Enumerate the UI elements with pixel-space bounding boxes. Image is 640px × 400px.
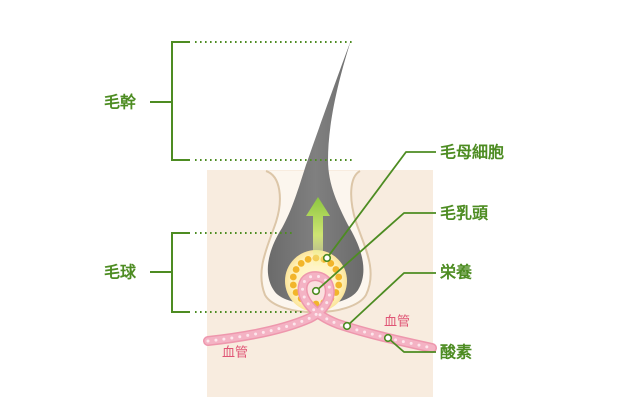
- hair-matrix-cells-label: 毛母細胞: [440, 143, 504, 162]
- blood-vessel-label-left: 血管: [222, 346, 248, 361]
- nutrition-label: 栄養: [439, 263, 472, 282]
- matrix-cell-dot: [335, 281, 343, 289]
- dermal-papilla-label: 毛乳頭: [440, 204, 489, 223]
- matrix-cell-dot: [289, 273, 297, 281]
- dermal-papilla-marker: [311, 286, 321, 296]
- dermal-papilla-leader: [315, 212, 436, 292]
- hair-highlight: [267, 40, 364, 305]
- blood-cells: [206, 274, 434, 350]
- nutrition-leader: [346, 272, 436, 327]
- matrix-cells-leader: [326, 151, 436, 259]
- hair-bulb-bracket: [150, 232, 302, 313]
- hair-shaft-bracket-line: [171, 41, 190, 161]
- blood-vessel: [203, 271, 437, 353]
- hair-shaft-label: 毛幹: [104, 93, 137, 112]
- matrix-cell-dot: [327, 260, 335, 267]
- matrix-cell-dot: [335, 273, 343, 281]
- growth-arrow: [306, 197, 330, 266]
- matrix-cells-marker: [322, 253, 332, 263]
- oxygen-label: 酸素: [440, 343, 472, 362]
- matrix-cell-dot: [292, 266, 300, 273]
- oxygen-leader: [387, 337, 436, 353]
- hair-bulb-bracket-line: [171, 232, 190, 313]
- nutrition-marker: [342, 321, 352, 331]
- blood-vessel-label-right: 血管: [384, 315, 410, 330]
- matrix-cell-dot: [297, 260, 305, 267]
- matrix-cell-dot: [289, 281, 297, 289]
- oxygen-marker: [383, 333, 393, 343]
- hair-bulb-label: 毛球: [104, 263, 137, 282]
- matrix-cell-dot: [304, 256, 312, 263]
- hair-shaft-bracket: [150, 41, 352, 161]
